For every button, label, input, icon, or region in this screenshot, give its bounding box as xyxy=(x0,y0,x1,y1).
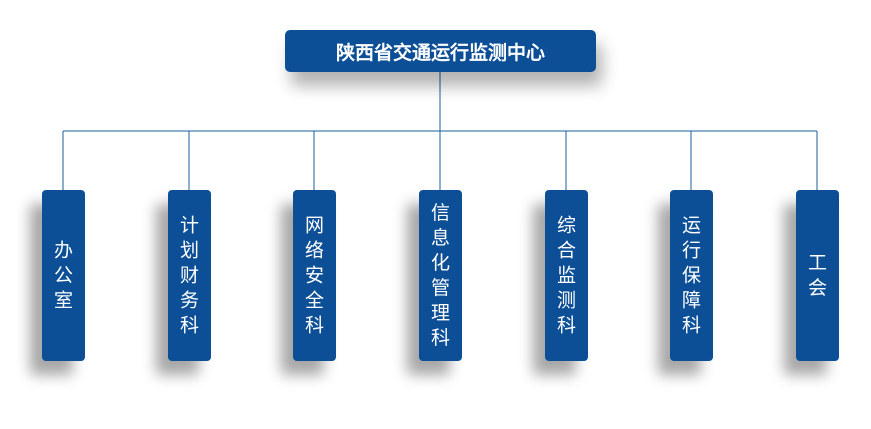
root-node-box: 陕西省交通运行监测中心 xyxy=(285,30,596,72)
dept-node-operations-support: 运 行 保 障 科 xyxy=(670,190,713,361)
dept-label-office: 办 公 室 xyxy=(53,239,73,311)
dept-label-union: 工 会 xyxy=(807,251,827,299)
root-node-label: 陕西省交通运行监测中心 xyxy=(335,41,545,64)
dept-node-network-security: 网 络 安 全 科 xyxy=(293,190,336,361)
dept-node-monitoring: 综 合 监 测 科 xyxy=(545,190,588,361)
dept-node-union: 工 会 xyxy=(796,190,839,361)
dept-label-planning-finance: 计 划 财 务 科 xyxy=(179,214,199,336)
dept-label-it-management: 信 息 化 管 理 科 xyxy=(430,201,450,349)
dept-label-monitoring: 综 合 监 测 科 xyxy=(556,214,576,336)
dept-node-it-management: 信 息 化 管 理 科 xyxy=(419,190,462,361)
dept-label-network-security: 网 络 安 全 科 xyxy=(304,214,324,336)
dept-node-planning-finance: 计 划 财 务 科 xyxy=(168,190,211,361)
dept-label-operations-support: 运 行 保 障 科 xyxy=(681,214,701,336)
dept-node-office: 办 公 室 xyxy=(42,190,85,361)
